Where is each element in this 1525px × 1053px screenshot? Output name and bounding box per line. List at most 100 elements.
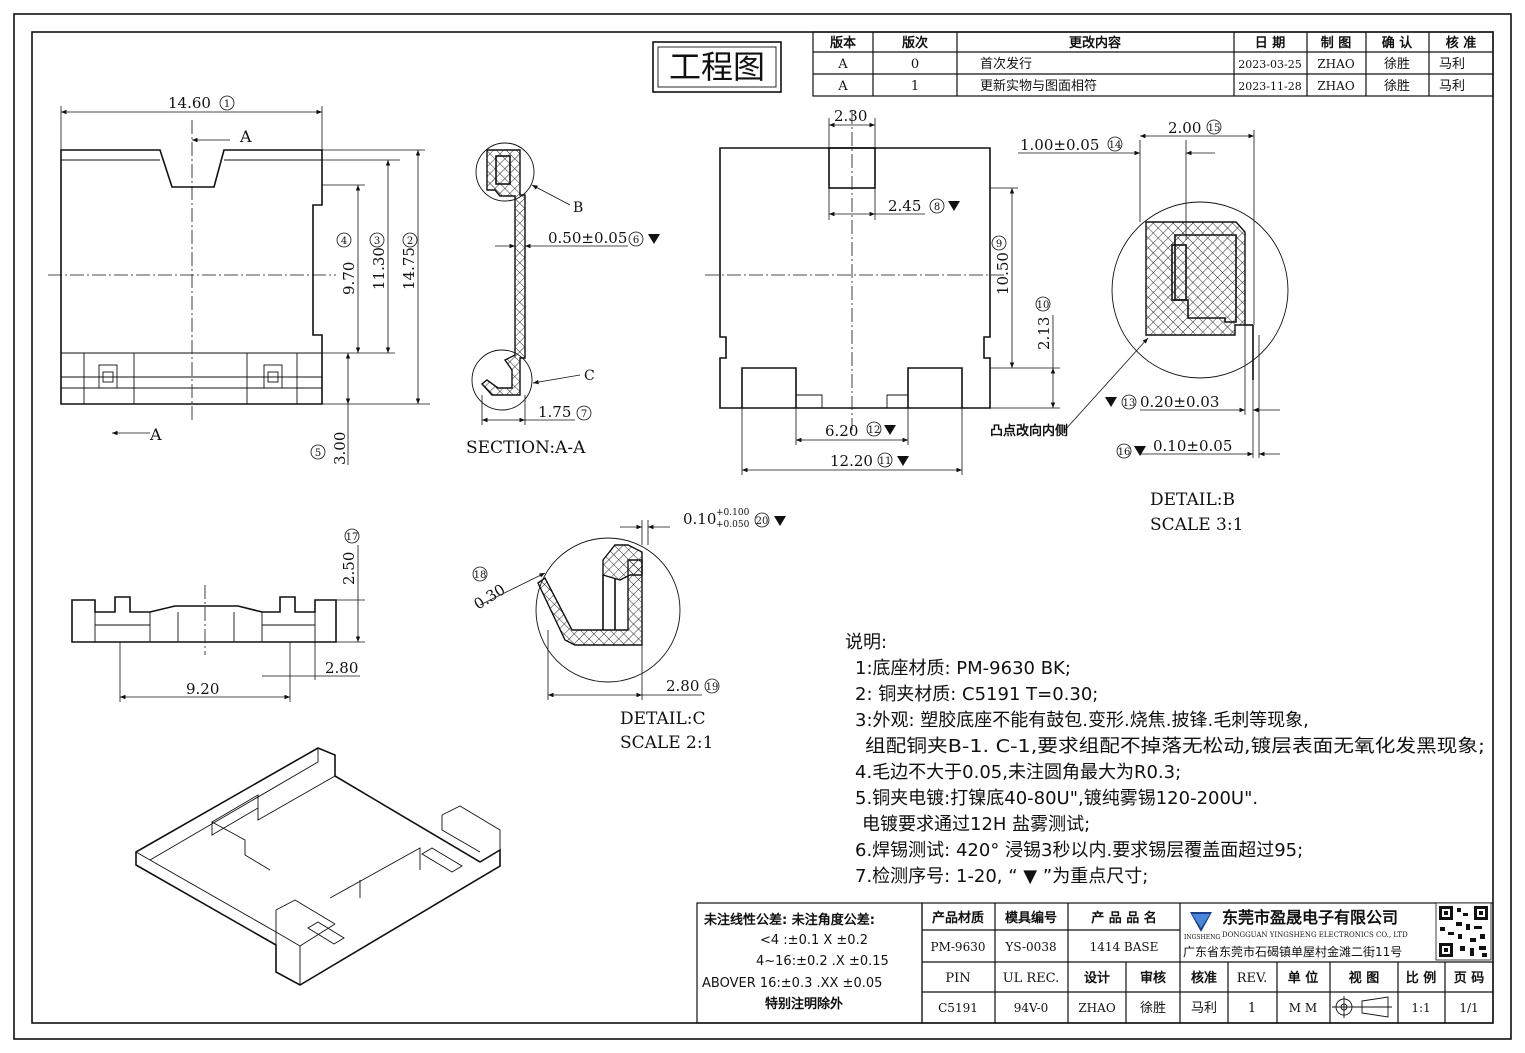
tb-check: 徐胜: [1140, 1001, 1166, 1016]
revision-table: 版本 版次 更改内容 日 期 制 图 确 认 核 准 A 0 首次发行 2023…: [812, 31, 1494, 97]
note-bump: 凸点改向内侧: [990, 423, 1068, 439]
dim-foot: 1.75: [538, 403, 571, 421]
dim-b-d-no: 16: [1118, 447, 1131, 458]
dim-width: 14.60: [168, 94, 211, 112]
dim-top: 2.30: [834, 107, 867, 125]
rev-row2-edition: 1: [911, 79, 919, 94]
rev-header-approve: 核 准: [1446, 35, 1477, 51]
note-line-3: 3:外观: 塑胶底座不能有鼓包.变形.烧焦.披锋.毛刺等现象,: [855, 710, 1309, 731]
side-dim-h-no: 17: [346, 532, 359, 543]
rev-header-drawn: 制 图: [1321, 35, 1352, 51]
notes-heading: 说明:: [845, 632, 887, 653]
tb-approve: 马利: [1191, 1001, 1217, 1016]
detail-c-scale: SCALE 2:1: [620, 733, 713, 753]
dim-bottom: 3.00: [331, 432, 349, 465]
company-logo-icon: INGSHENG: [1184, 912, 1220, 941]
tb-pin: PIN: [945, 971, 970, 986]
rev-row1-date: 2023-03-25: [1238, 58, 1301, 71]
title-block: 产品材质 模具编号 产 品 品 名 PM-9630 YS-0038 1414 B…: [921, 902, 1494, 1024]
dim-outer-no: 11: [879, 456, 892, 467]
tb-h-page: 页 码: [1454, 971, 1485, 986]
dim-b-c-no: 13: [1123, 398, 1136, 409]
tol-line-5: 特别注明除外: [765, 996, 843, 1012]
tb-ul: UL REC.: [1003, 971, 1060, 986]
tb-unit: M M: [1289, 1001, 1317, 1015]
side-view: 2.50 17 2.80 9.20: [71, 528, 365, 702]
front-view: A A 14.60 1 9.70 11.30 14.75 4 3 2 3.00 …: [48, 94, 430, 465]
company-name-cn: 东莞市盈晟电子有限公司: [1222, 908, 1398, 927]
tb-design: ZHAO: [1078, 1001, 1115, 1015]
tol-line-1: 未注线性公差: 未注角度公差:: [703, 912, 875, 928]
note-line-1: 1:底座材质: PM-9630 BK;: [855, 658, 1071, 679]
tb-h-name: 产 品 品 名: [1091, 910, 1157, 926]
outer-border: [13, 13, 1512, 1040]
dim-c-w-no: 19: [706, 682, 719, 693]
side-dim-w2: 9.20: [186, 680, 219, 698]
rev-header-date: 日 期: [1255, 36, 1286, 51]
tb-h-unit: 单 位: [1288, 970, 1319, 986]
inner-border: [31, 31, 1494, 1024]
tb-ul-value: 94V-0: [1014, 1001, 1049, 1015]
rev-row1-content: 首次发行: [980, 56, 1032, 72]
rev-row1-version: A: [837, 57, 848, 72]
callout-c: C: [584, 368, 595, 384]
title-box-text: 工程图: [669, 48, 765, 86]
title-box: 工程图: [652, 41, 782, 93]
tb-h-mold: 模具编号: [1005, 910, 1057, 926]
tb-h-scale: 比 例: [1406, 970, 1437, 986]
dim-inner-no: 12: [868, 425, 881, 436]
tb-h-design: 设计: [1084, 970, 1110, 986]
dim-b-b: 2.00: [1168, 119, 1201, 137]
tb-h-material: 产品材质: [932, 910, 984, 926]
rev-header-confirm: 确 认: [1382, 35, 1414, 51]
rev-row2-content: 更新实物与图面相符: [980, 78, 1097, 94]
dim-c-w: 2.80: [666, 677, 699, 695]
tb-h-view: 视 图: [1349, 970, 1380, 986]
dim-thickness: 0.50±0.05: [548, 229, 627, 247]
side-dim-h: 2.50: [340, 552, 358, 585]
detail-c: 0.10 +0.100 +0.050 20 0.30 18 2.80 19 DE…: [471, 508, 786, 753]
tb-page: 1/1: [1459, 1001, 1478, 1015]
rev-row2-drawn: ZHAO: [1317, 79, 1354, 93]
note-line-7: 电镀要求通过12H 盐雾测试;: [862, 814, 1090, 835]
section-label: SECTION:A-A: [466, 438, 586, 458]
dim-c-tol-up: +0.100: [716, 508, 750, 518]
qr-code-icon: [1435, 902, 1492, 961]
tb-material: PM-9630: [931, 940, 986, 954]
dim-c-r: 0.30: [471, 580, 509, 613]
tb-h-check: 审核: [1140, 970, 1166, 986]
detail-b-label: DETAIL:B: [1150, 490, 1235, 510]
tb-h-approve: 核准: [1191, 970, 1217, 986]
note-line-4: 组配铜夹B-1. C-1,要求组配不掉落无松动,镀层表面无氧化发黑现象;: [865, 736, 1485, 757]
note-line-5: 4.毛边不大于0.05,未注圆角最大为R0.3;: [855, 762, 1181, 783]
tb-mold: YS-0038: [1004, 940, 1056, 954]
dim-low: 2.13: [1035, 317, 1053, 350]
dim-b-a-no: 14: [1109, 140, 1122, 151]
right-view: 2.30 2.45 8 10.50 9 2.13 10 6.20 12: [705, 107, 1149, 475]
dim-b-b-no: 15: [1208, 123, 1221, 134]
note-line-8: 6.焊锡测试: 420° 浸锡3秒以内.要求锡层覆盖面超过95;: [855, 840, 1303, 861]
note-line-6: 5.铜夹电镀:打镍底40-80U",镀纯雾锡120-200U".: [855, 788, 1258, 809]
tb-scale: 1:1: [1411, 1001, 1430, 1015]
dim-outer: 12.20: [830, 452, 873, 470]
dim-foot-no: 7: [581, 409, 587, 420]
detail-b: 1.00±0.05 14 2.00 15 13 0.20±0.03 16 0.1…: [1018, 119, 1289, 535]
detail-b-scale: SCALE 3:1: [1150, 515, 1243, 535]
tb-rev: 1: [1248, 1001, 1256, 1016]
tol-line-4: ABOVER 16:±0.3 .XX ±0.05: [702, 976, 882, 991]
dim-c-tol-low: +0.050: [716, 520, 750, 530]
section-mark-top: A: [239, 127, 252, 146]
company-logo-text: INGSHENG: [1184, 934, 1220, 941]
rev-header-edition: 版次: [902, 35, 928, 51]
dim-h2: 11.30: [370, 247, 388, 290]
dim-h1: 9.70: [340, 262, 358, 295]
rev-row2-version: A: [837, 79, 848, 94]
section-mark-bottom: A: [149, 425, 162, 444]
dim-c-r-no: 18: [474, 570, 487, 581]
projection-symbol-icon: [1332, 996, 1392, 1018]
company-address: 广东省东莞市石碣镇单屋村金滩二街11号: [1183, 944, 1402, 959]
dim-c-tol-no: 20: [756, 516, 769, 527]
dim-h2-no: 3: [374, 236, 380, 247]
notes: 说明: 1:底座材质: PM-9630 BK; 2: 铜夹材质: C5191 T…: [845, 632, 1485, 887]
